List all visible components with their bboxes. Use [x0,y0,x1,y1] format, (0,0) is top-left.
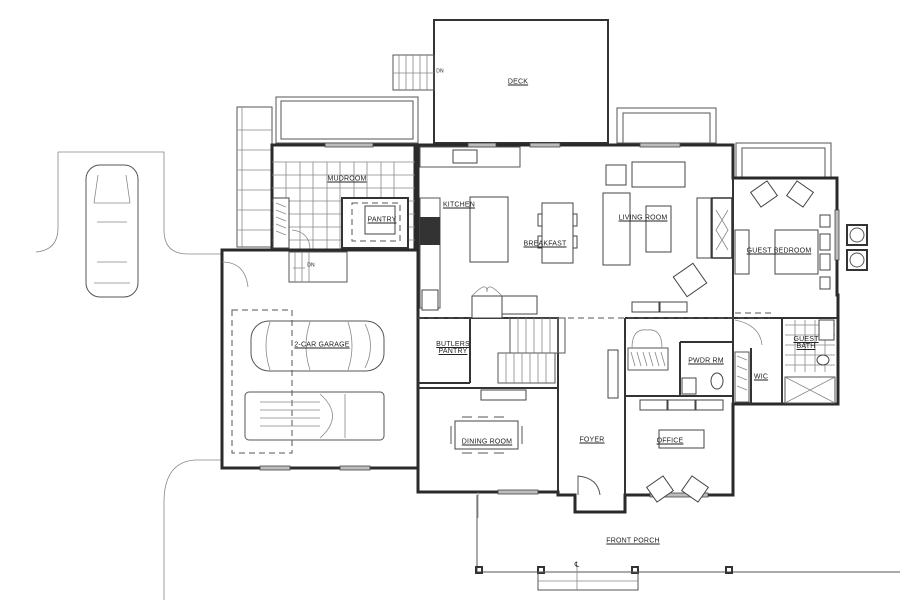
room-label-living-room: LIVING ROOM [618,214,668,222]
centerline-mark: ℄ [574,561,580,569]
dining-table-icon [450,416,523,454]
room-label-front-porch: FRONT PORCH [606,537,660,545]
stair-dn-label-deck: DN [436,68,444,75]
room-label-kitchen: KITCHEN [442,201,476,209]
room-label-pantry: PANTRY [367,216,397,224]
garage-car-truck-icon [244,391,385,441]
driveway-car-icon [85,164,139,298]
room-label-wic: WIC [753,373,769,381]
room-label-guest-bath: GUEST BATH [793,336,819,350]
driveway [35,151,222,600]
stair-dn-label-mudroom: DN [307,262,315,269]
kitchen-fixtures [419,146,538,319]
front-porch-outline [475,495,900,591]
room-label-dining-room: DINING ROOM [461,438,513,446]
washer-dryer-icon [846,224,868,271]
guest-bedroom-furniture [734,180,831,314]
garage-car-sedan-icon [250,320,385,372]
living-room-furniture [602,161,733,313]
room-label-pwdr-rm: PWDR RM [688,357,724,365]
room-label-deck: DECK [507,78,529,86]
mudroom-walls [270,143,417,252]
garage-walls [220,248,420,470]
room-label-breakfast: BREAKFAST [523,240,567,248]
room-label-mudroom: MUDROOM [327,175,367,183]
room-label-foyer: FOYER [579,436,605,444]
office-furniture [639,399,724,503]
room-label-2-car-garage: 2-CAR GARAGE [294,341,350,349]
main-stairs [480,317,566,401]
side-steps [236,106,273,248]
room-label-office: OFFICE [656,437,684,445]
breakfast-table-icon [537,202,578,264]
room-label-butlers-pantry: BUTLERS PANTRY [436,341,470,355]
guest-bath-fixtures [784,319,836,404]
room-label-guest-bedroom: GUEST BEDROOM [746,247,812,255]
deck-outline [392,19,609,144]
